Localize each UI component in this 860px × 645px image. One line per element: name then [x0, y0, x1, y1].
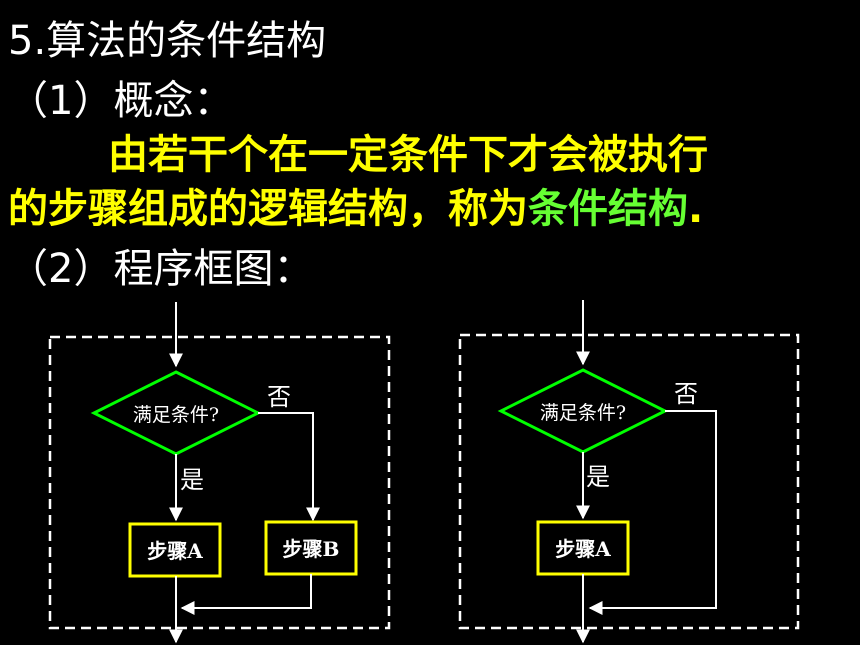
right-no-label: 否 — [674, 380, 698, 408]
flowchart-label: （2）程序框图： — [8, 246, 314, 292]
left-condition-text: 满足条件? — [133, 404, 219, 426]
right-step-a-label: 步骤A — [555, 537, 611, 561]
page-title: 5.算法的条件结构 — [8, 18, 327, 64]
right-dashed-frame — [458, 333, 800, 630]
left-dashed-frame — [48, 335, 391, 630]
definition-prefix: 的步骤组成的逻辑结构，称为 — [8, 186, 528, 232]
concept-label: （1）概念： — [8, 78, 234, 124]
left-flowchart: 满足条件? 否 是 步骤A 步骤B — [48, 302, 391, 644]
left-no-arrow — [258, 412, 320, 522]
right-flowchart: 满足条件? 否 是 步骤A — [458, 300, 800, 644]
left-merge-arrow — [180, 574, 312, 615]
left-no-label: 否 — [267, 383, 291, 411]
right-yes-label: 是 — [586, 463, 610, 491]
left-step-b-label: 步骤B — [283, 537, 340, 561]
right-no-arrow — [588, 410, 717, 615]
definition-line-1: 由若干个在一定条件下才会被执行 — [108, 132, 708, 178]
definition-term: 条件结构 — [528, 186, 688, 232]
left-step-a-label: 步骤A — [147, 539, 203, 563]
left-yes-label: 是 — [180, 466, 204, 494]
definition-end: . — [688, 186, 704, 232]
definition-line-2: 的步骤组成的逻辑结构，称为条件结构. — [8, 176, 703, 234]
right-condition-text: 满足条件? — [540, 402, 626, 424]
